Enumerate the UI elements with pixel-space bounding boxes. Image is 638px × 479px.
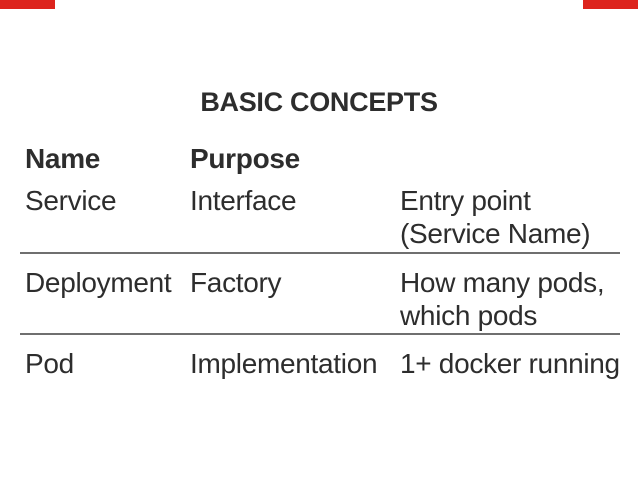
table-row-service: Service Interface Entry point (Service N… xyxy=(20,175,620,252)
cell-name: Service xyxy=(25,185,117,216)
column-header-note xyxy=(400,142,620,175)
table-row-pod: Pod Implementation 1+ docker running xyxy=(20,333,620,390)
cell-purpose: Implementation xyxy=(190,348,378,379)
table-header-row: Name Purpose xyxy=(20,136,620,175)
column-header-name: Name xyxy=(25,143,101,174)
cell-purpose: Factory xyxy=(190,267,282,298)
cell-name: Pod xyxy=(25,348,74,379)
slide-title: BASIC CONCEPTS xyxy=(200,87,438,117)
cell-note: 1+ docker running xyxy=(400,348,620,379)
cell-note: Entry point (Service Name) xyxy=(400,185,591,249)
cell-name: Deployment xyxy=(25,267,172,298)
table-row-deployment: Deployment Factory How many pods, which … xyxy=(20,252,620,333)
red-corner-mark-right xyxy=(583,0,638,9)
red-corner-mark-left xyxy=(0,0,55,9)
cell-purpose: Interface xyxy=(190,185,297,216)
column-header-purpose: Purpose xyxy=(190,143,300,174)
cell-note: How many pods, which pods xyxy=(400,267,605,331)
concepts-table: Name Purpose Service Interface Entry poi… xyxy=(20,136,620,390)
